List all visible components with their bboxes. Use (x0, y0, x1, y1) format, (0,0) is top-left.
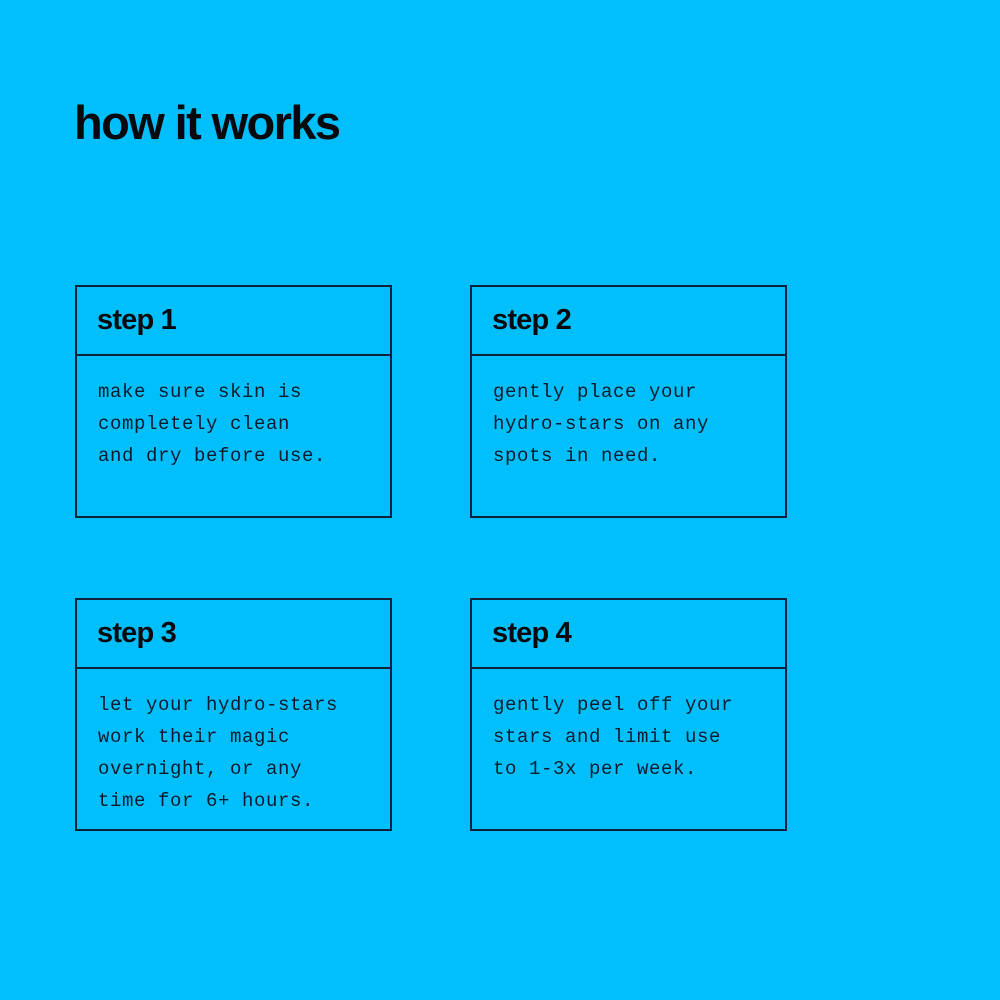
step-card-2-line: spots in need. (493, 445, 662, 467)
step-card-2-line: gently place your (493, 381, 698, 403)
step-card-2-header: step 2 (472, 287, 785, 356)
step-card-2-body: gently place your hydro-stars on any spo… (472, 356, 785, 516)
step-card-1: step 1 make sure skin is completely clea… (75, 285, 392, 518)
step-card-1-title: step 1 (97, 304, 177, 336)
step-card-1-line: completely clean (98, 413, 291, 435)
step-card-3-line: work their magic (98, 726, 291, 748)
step-card-4-line: to 1-3x per week. (493, 758, 698, 780)
step-card-3-line: overnight, or any (98, 758, 303, 780)
step-card-3: step 3 let your hydro-stars work their m… (75, 598, 392, 831)
step-card-3-header: step 3 (77, 600, 390, 669)
step-card-2-line: hydro-stars on any (493, 413, 710, 435)
step-card-2-title: step 2 (492, 304, 572, 336)
step-card-3-title: step 3 (97, 617, 177, 649)
step-card-4-title: step 4 (492, 617, 572, 649)
step-card-3-body: let your hydro-stars work their magic ov… (77, 669, 390, 829)
step-card-2: step 2 gently place your hydro-stars on … (470, 285, 787, 518)
step-card-4-line: stars and limit use (493, 726, 722, 748)
steps-grid: step 1 make sure skin is completely clea… (75, 285, 787, 831)
step-card-4-header: step 4 (472, 600, 785, 669)
step-card-1-body: make sure skin is completely clean and d… (77, 356, 390, 516)
step-card-1-line: make sure skin is (98, 381, 303, 403)
step-card-4-body: gently peel off your stars and limit use… (472, 669, 785, 829)
step-card-3-line: let your hydro-stars (98, 694, 339, 716)
step-card-1-line: and dry before use. (98, 445, 327, 467)
step-card-4-line: gently peel off your (493, 694, 734, 716)
page-title: how it works (74, 96, 341, 149)
step-card-4: step 4 gently peel off your stars and li… (470, 598, 787, 831)
step-card-3-line: time for 6+ hours. (98, 790, 315, 812)
step-card-1-header: step 1 (77, 287, 390, 356)
